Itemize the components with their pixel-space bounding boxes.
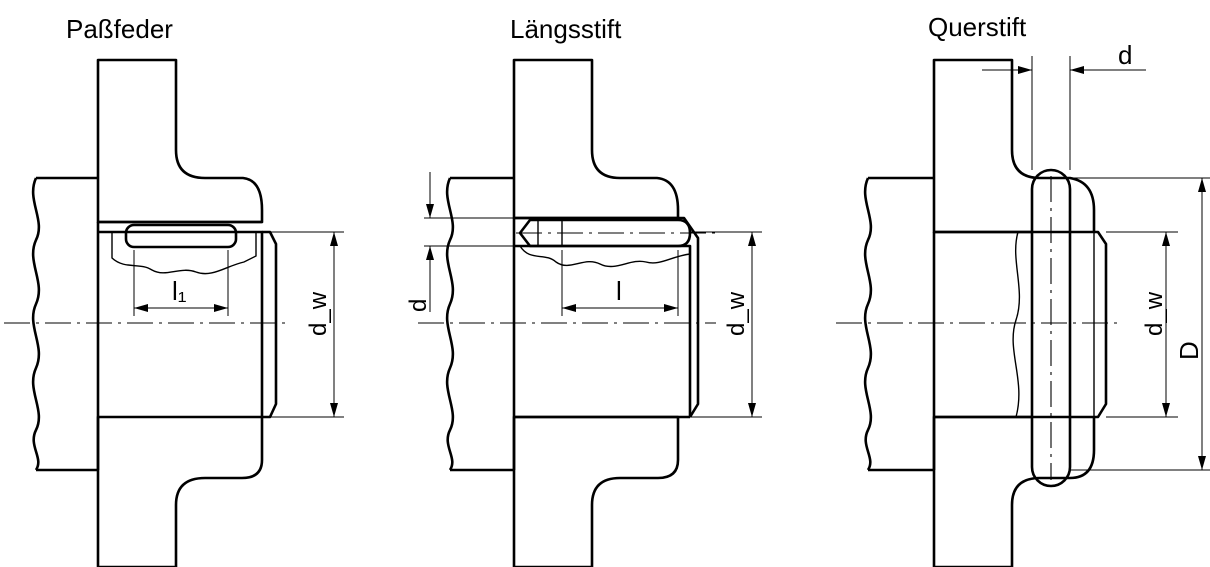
hub-upper-section <box>96 58 264 224</box>
keyway-section <box>111 231 257 275</box>
shaft-outline <box>36 176 264 472</box>
hub-lower-section <box>96 415 264 567</box>
label-D: D <box>1174 341 1204 360</box>
panel-querstift: d d_w D <box>836 40 1210 567</box>
shaft-outline <box>450 176 692 472</box>
panel-passfeder: l₁ d_w <box>4 58 344 567</box>
label-dw-2: d_w <box>723 291 750 336</box>
feather-key <box>124 223 238 249</box>
label-dw-1: d_w <box>305 291 332 336</box>
hub-lower-section <box>512 415 680 567</box>
shaft-end <box>262 230 278 419</box>
shaft-section <box>1012 231 1095 418</box>
hub-upper-section <box>512 58 680 220</box>
label-d-3: d <box>1118 40 1132 70</box>
label-l1: l₁ <box>172 276 187 306</box>
hub-lower-section <box>932 415 1096 567</box>
shaft-outline <box>868 176 936 472</box>
shaft-break-left <box>31 177 41 471</box>
cross-pin <box>1030 168 1072 488</box>
title-querstift: Querstift <box>928 12 1027 42</box>
label-d-2: d <box>405 299 432 312</box>
shaft-break-left <box>445 177 455 471</box>
shaft-end <box>678 216 700 418</box>
shaft-end <box>1094 230 1108 419</box>
title-laengsstift: Längsstift <box>510 14 622 44</box>
title-passfeder: Paßfeder <box>66 14 173 44</box>
shaft-break-left <box>863 177 873 471</box>
panel-laengsstift: d l d_w <box>405 58 762 567</box>
label-dw-3: d_w <box>1141 291 1168 336</box>
pin-hole-section <box>518 245 691 268</box>
label-l: l <box>616 276 622 306</box>
